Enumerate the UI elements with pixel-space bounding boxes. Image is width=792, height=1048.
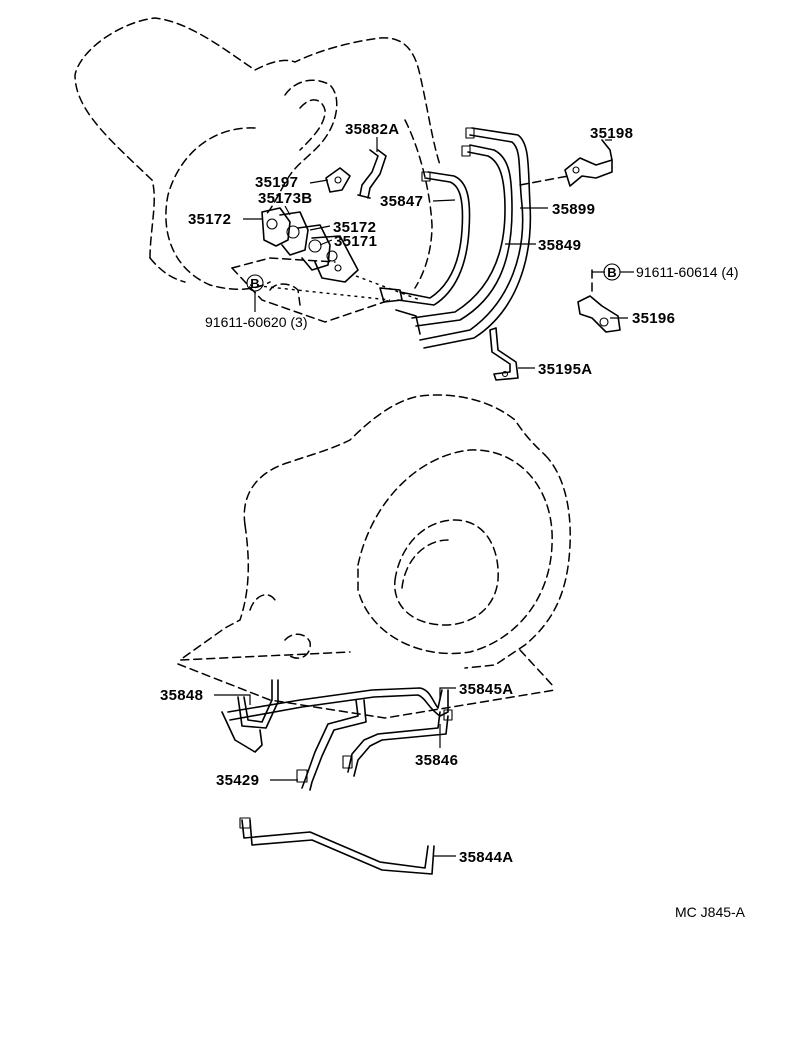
part-35844a-pipe [239,817,435,875]
label-35198: 35198 [590,125,633,142]
bolt-symbol-letter: B [250,276,259,291]
label-91611-60620: 91611-60620 (3) [205,314,307,330]
upper-transaxle-housing [74,17,441,323]
cooler-pipes-lower [221,679,453,791]
part-35197-clip [325,167,351,193]
label-35172-left: 35172 [188,211,231,228]
label-35847: 35847 [380,193,423,210]
part-35882a-hose [357,149,387,199]
label-35848: 35848 [160,687,203,704]
label-35846: 35846 [415,752,458,769]
bolt-symbol-letter: B [607,265,616,280]
label-35429: 35429 [216,772,259,789]
bolt-symbol-left: B [246,274,264,292]
label-35882a: 35882A [345,121,399,138]
label-35196: 35196 [632,310,675,327]
drawing-code: MC J845-A [675,904,746,920]
label-35849: 35849 [538,237,581,254]
lower-transaxle-housing [177,394,571,719]
leader-lines [214,137,634,857]
label-91611-60614: 91611-60614 (4) [636,264,738,280]
part-labels: 35882A 35198 35197 35173B 35172 35172 35… [160,121,738,866]
label-35195a: 35195A [538,361,592,378]
bolt-symbol-right: B [603,263,621,281]
label-35899: 35899 [552,201,595,218]
cooler-pipes-upper [379,127,532,349]
part-35198-bracket [519,139,613,187]
label-35172-right: 35172 [333,219,376,236]
label-35173b: 35173B [258,190,312,207]
part-35196-bracket [577,269,621,333]
part-35195a-bracket [489,327,519,381]
label-35844a: 35844A [459,849,513,866]
valve-body-assembly [249,207,421,301]
label-35845a: 35845A [459,681,513,698]
label-35197: 35197 [255,174,298,191]
label-35171: 35171 [334,233,377,250]
